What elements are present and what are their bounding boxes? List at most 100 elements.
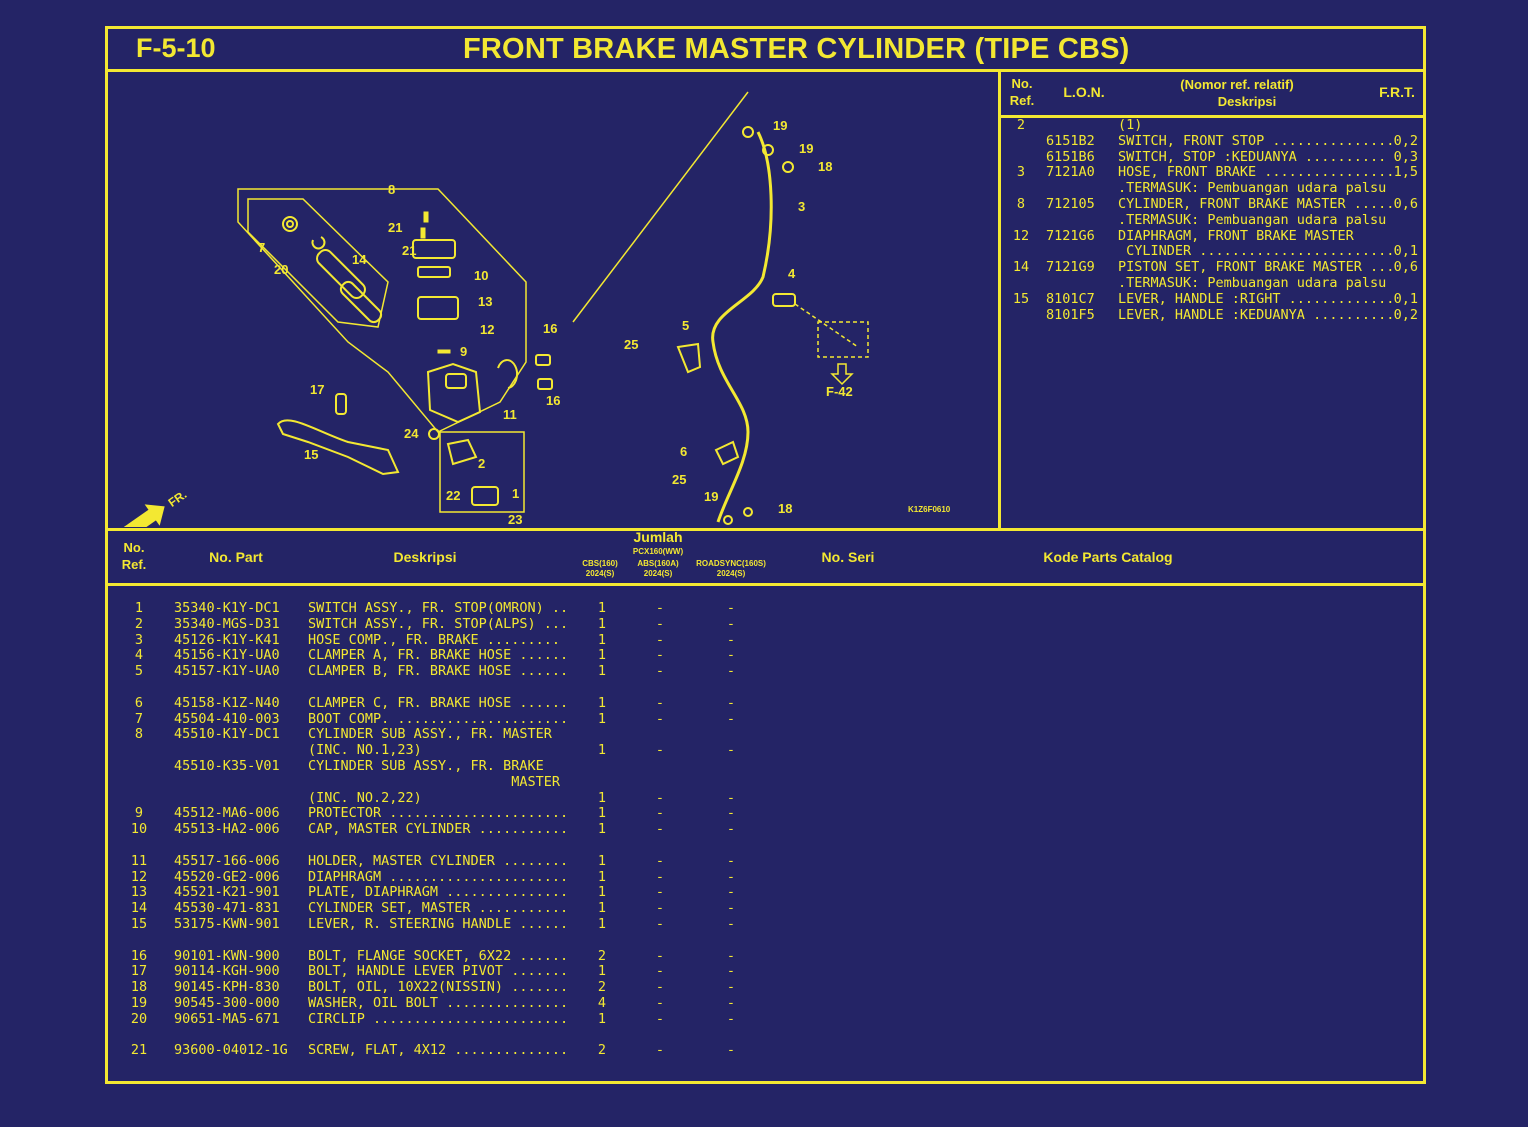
callout-1: 1 <box>512 486 519 501</box>
clamper-ref-box <box>817 321 869 358</box>
lon-header-no-label: No. <box>1011 76 1033 91</box>
parts-cell-desc: CYLINDER SUB ASSY., FR. BRAKE <box>308 758 544 774</box>
parts-cell-q3: - <box>726 632 736 648</box>
parts-header-noref: No. Ref. <box>116 539 152 573</box>
lon-cell-frt: 0,3 <box>1393 148 1418 165</box>
callout-19: 19 <box>704 489 718 504</box>
parts-cell-q1: 2 <box>597 948 607 964</box>
parts-cell-ref: 5 <box>134 664 144 680</box>
parts-cell-part: 45504-410-003 <box>174 711 280 727</box>
parts-cell-q1: 1 <box>597 964 607 980</box>
parts-header-part: No. Part <box>209 549 263 565</box>
parts-cell-q3: - <box>726 822 736 838</box>
parts-cell-q3: - <box>726 901 736 917</box>
parts-cell-q1: 1 <box>597 901 607 917</box>
parts-cell-desc: LEVER, R. STEERING HANDLE ...... <box>308 916 568 932</box>
boot-part <box>282 216 298 232</box>
parts-cell-q3: - <box>726 964 736 980</box>
parts-cell-desc: PLATE, DIAPHRAGM ............... <box>308 885 568 901</box>
lon-cell-desc: (1) <box>1118 117 1143 133</box>
parts-cell-q3: - <box>726 711 736 727</box>
parts-cell-q3: - <box>726 995 736 1011</box>
parts-cell-q1: 2 <box>597 980 607 996</box>
lon-cell-desc: LEVER, HANDLE :KEDUANYA .......... <box>1118 306 1395 323</box>
parts-cell-q3: - <box>726 885 736 901</box>
parts-cell-part: 53175-KWN-901 <box>174 916 280 932</box>
parts-cell-q3: - <box>726 916 736 932</box>
parts-cell-ref: 2 <box>134 616 144 632</box>
parts-cell-q3: - <box>726 790 736 806</box>
section-ref-f-42[interactable]: F-42 <box>826 384 853 399</box>
parts-cell-desc: SWITCH ASSY., FR. STOP(OMRON) .. <box>308 601 568 616</box>
piston-set-part <box>316 249 383 324</box>
col3-label: ROADSYNC(160S) <box>696 559 766 568</box>
parts-cell-q1: 1 <box>597 616 607 632</box>
parts-cell-q3: - <box>726 980 736 996</box>
cap-stack <box>412 211 459 354</box>
parts-cell-desc: CLAMPER B, FR. BRAKE HOSE ...... <box>308 664 568 680</box>
brake-lever-part <box>276 419 400 476</box>
exploded-parts-diagram: FR. 123456789101112131415161617181819191… <box>123 91 951 527</box>
parts-cell-desc: CYLINDER SET, MASTER ........... <box>308 901 568 917</box>
parts-table-row: (INC. NO.2,22)1-- <box>118 791 818 807</box>
callout-24: 24 <box>404 426 419 441</box>
lon-cell-desc: .TERMASUK: Pembuangan udara palsu <box>1118 211 1387 228</box>
parts-cell-q1: 1 <box>597 632 607 648</box>
callout-18: 18 <box>818 159 832 174</box>
parts-cell-q2: - <box>655 664 665 680</box>
lon-cell-desc: DIAPHRAGM, FRONT BRAKE MASTER <box>1118 227 1354 244</box>
diagram-bottom-divider <box>108 528 1423 531</box>
lon-header-desc: (Nomor ref. relatif) Deskripsi <box>1108 76 1366 110</box>
front-direction-label: FR. <box>166 487 190 510</box>
parts-cell-q2: - <box>655 1043 665 1059</box>
parts-cell-q1: 1 <box>597 601 607 616</box>
parts-cell-q2: - <box>655 916 665 932</box>
parts-cell-q1: 1 <box>597 695 607 711</box>
parts-cell-part: 45520-GE2-006 <box>174 869 280 885</box>
figure-code: K1Z6F0610 <box>908 505 951 514</box>
lon-cell-desc: CYLINDER ........................ <box>1118 243 1395 260</box>
parts-cell-desc: BOLT, HANDLE LEVER PIVOT ....... <box>308 964 568 980</box>
parts-cell-desc: SCREW, FLAT, 4X12 .............. <box>308 1043 568 1059</box>
parts-table-row: MASTER <box>118 775 818 791</box>
parts-cell-desc: MASTER <box>308 774 560 790</box>
flange-bolts <box>535 354 553 390</box>
parts-header-ref-label: Ref. <box>121 557 147 572</box>
lon-cell-lon: 7121G6 <box>1046 227 1095 244</box>
parts-cell-part: 45517-166-006 <box>174 853 280 869</box>
parts-cell-ref: 19 <box>130 995 148 1011</box>
parts-cell-desc: PROTECTOR ...................... <box>308 806 568 822</box>
parts-cell-part: 45530-471-831 <box>174 901 280 917</box>
parts-cell-part: 45510-K35-V01 <box>174 758 280 774</box>
callout-15: 15 <box>304 447 318 462</box>
lon-cell-frt: 0,6 <box>1393 259 1418 276</box>
lon-cell-desc: SWITCH, STOP :KEDUANYA .......... <box>1118 148 1387 165</box>
parts-table-row <box>118 680 818 696</box>
section-ref-f-18[interactable]: F-18 <box>653 525 680 527</box>
col1-label: CBS(160) <box>582 559 618 568</box>
callout-10: 10 <box>474 268 488 283</box>
diagram-divider <box>998 71 1001 529</box>
parts-cell-q1: 4 <box>597 995 607 1011</box>
parts-cell-desc: (INC. NO.2,22) <box>308 790 422 806</box>
parts-cell-part: 90651-MA5-671 <box>174 1011 280 1027</box>
brake-hose-part <box>711 131 773 523</box>
lon-cell-frt: 1,5 <box>1393 164 1418 181</box>
lon-cell-lon: 7121G9 <box>1046 259 1095 276</box>
parts-cell-q2: - <box>655 964 665 980</box>
parts-cell-q1: 1 <box>597 853 607 869</box>
lon-cell-ref: 8 <box>1016 195 1026 212</box>
parts-cell-q2: - <box>655 648 665 664</box>
lon-cell-desc: CYLINDER, FRONT BRAKE MASTER ..... <box>1118 195 1395 212</box>
lon-cell-desc: .TERMASUK: Pembuangan udara palsu <box>1118 274 1387 291</box>
parts-cell-q2: - <box>655 948 665 964</box>
